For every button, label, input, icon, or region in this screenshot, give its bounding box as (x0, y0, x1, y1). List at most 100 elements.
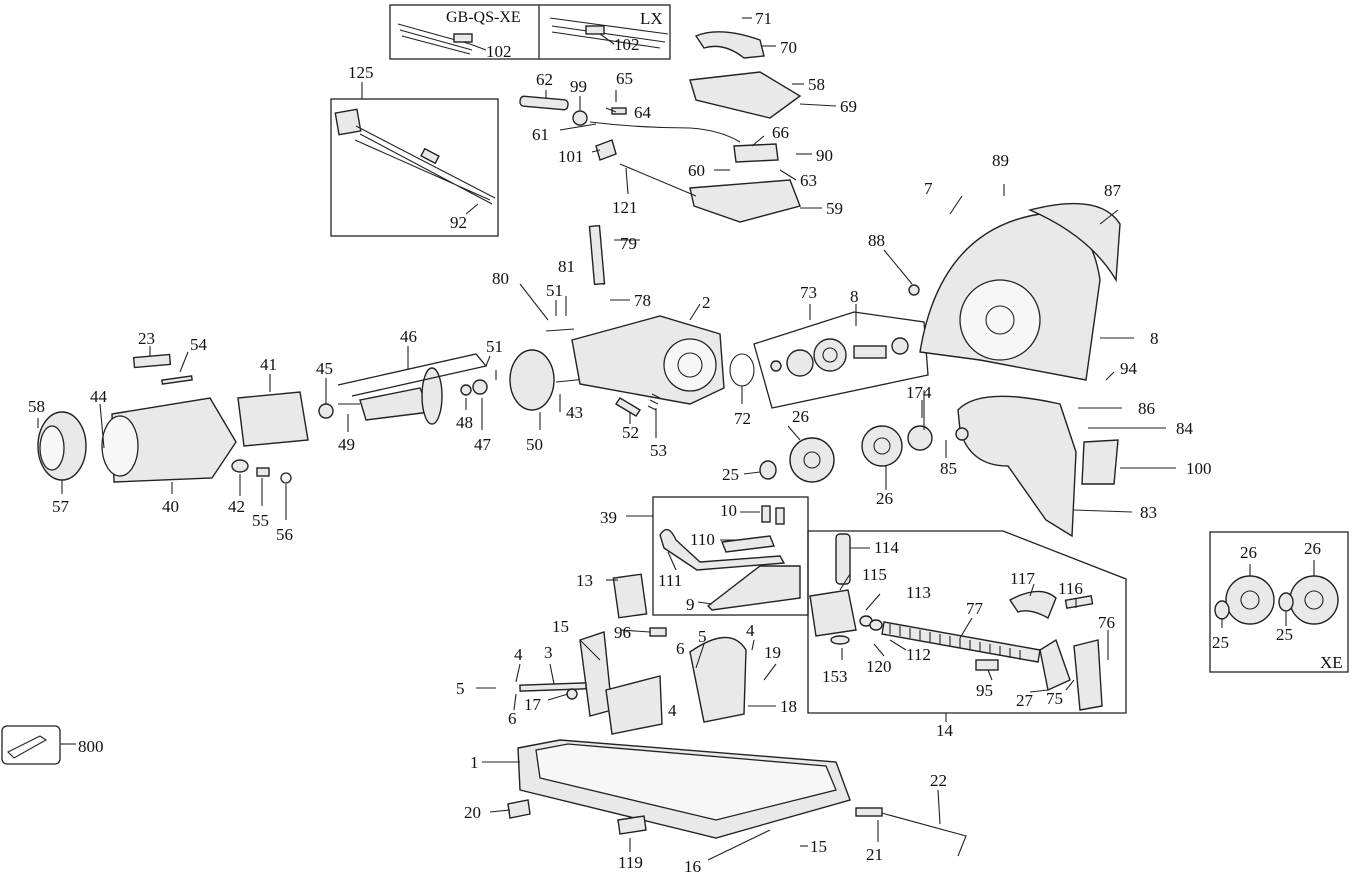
label-52: 52 (622, 423, 639, 442)
label-54: 54 (190, 335, 208, 354)
label-84: 84 (1176, 419, 1194, 438)
label-57: 57 (52, 497, 70, 516)
label-60: 60 (688, 161, 705, 180)
cord-set-box (330, 82, 499, 237)
handle-assembly-box (626, 496, 809, 616)
label-77: 77 (966, 599, 984, 618)
label-9: 9 (686, 595, 695, 614)
label-115: 115 (862, 565, 887, 584)
label-88: 88 (868, 231, 885, 250)
label-47: 47 (474, 435, 492, 454)
label-3: 3 (544, 643, 553, 662)
label-62: 62 (536, 70, 553, 89)
label-75: 75 (1046, 689, 1063, 708)
label-90: 90 (816, 146, 833, 165)
xe-label: XE (1320, 653, 1343, 672)
label-69: 69 (840, 97, 857, 116)
label-76: 76 (1098, 613, 1115, 632)
label-13: 13 (576, 571, 593, 590)
label-26: 26 (876, 489, 893, 508)
label-14: 14 (936, 721, 954, 740)
spindle-box (753, 304, 929, 409)
label-112: 112 (906, 645, 931, 664)
leader-lines (37, 17, 1315, 861)
label-7: 7 (924, 179, 933, 198)
label-4: 4 (514, 645, 523, 664)
label-4: 4 (746, 621, 755, 640)
label-6: 6 (676, 639, 685, 658)
wrench-tool (1, 725, 76, 765)
label-70: 70 (780, 38, 797, 57)
label-46: 46 (400, 327, 417, 346)
label-26: 26 (1304, 539, 1321, 558)
label-85: 85 (940, 459, 957, 478)
label-55: 55 (252, 511, 269, 530)
label-94: 94 (1120, 359, 1138, 378)
label-56: 56 (276, 525, 293, 544)
variant-label-right: LX (640, 9, 663, 28)
label-81: 81 (558, 257, 575, 276)
label-174: 174 (906, 383, 932, 402)
label-16: 16 (684, 857, 701, 876)
label-51: 51 (486, 337, 503, 356)
label-100: 100 (1186, 459, 1212, 478)
label-15: 15 (810, 837, 827, 856)
label-65: 65 (616, 69, 633, 88)
label-120: 120 (866, 657, 892, 676)
label-153: 153 (822, 667, 848, 686)
label-59: 59 (826, 199, 843, 218)
label-15: 15 (552, 617, 569, 636)
label-49: 49 (338, 435, 355, 454)
label-5: 5 (698, 627, 707, 646)
label-45: 45 (316, 359, 333, 378)
xe-flange-box: XE (1209, 531, 1349, 673)
label-80: 80 (492, 269, 509, 288)
label-113: 113 (906, 583, 931, 602)
label-110: 110 (690, 530, 715, 549)
label-78: 78 (634, 291, 651, 310)
label-10: 10 (720, 501, 737, 520)
label-17: 17 (524, 695, 542, 714)
label-8: 8 (1150, 329, 1159, 348)
label-71: 71 (755, 9, 772, 28)
label-61: 61 (532, 125, 549, 144)
label-79: 79 (620, 234, 637, 253)
label-26: 26 (792, 407, 809, 426)
label-18: 18 (780, 697, 797, 716)
label-53: 53 (650, 441, 667, 460)
cord-variant-box: GB-QS-XE LX (389, 4, 671, 60)
label-48: 48 (456, 413, 473, 432)
label-87: 87 (1104, 181, 1122, 200)
label-66: 66 (772, 123, 789, 142)
label-800: 800 (78, 737, 104, 756)
label-50: 50 (526, 435, 543, 454)
label-41: 41 (260, 355, 277, 374)
label-6: 6 (508, 709, 517, 728)
label-58: 58 (28, 397, 45, 416)
label-117: 117 (1010, 569, 1035, 588)
label-92: 92 (450, 213, 467, 232)
label-114: 114 (874, 538, 899, 557)
label-102: 102 (486, 42, 512, 61)
label-95: 95 (976, 681, 993, 700)
label-125: 125 (348, 63, 374, 82)
label-121: 121 (612, 198, 638, 217)
label-111: 111 (658, 571, 682, 590)
label-8: 8 (850, 287, 859, 306)
label-20: 20 (464, 803, 481, 822)
label-73: 73 (800, 283, 817, 302)
label-22: 22 (930, 771, 947, 790)
label-21: 21 (866, 845, 883, 864)
label-26: 26 (1240, 543, 1257, 562)
motor-parts (37, 224, 755, 484)
label-25: 25 (722, 465, 739, 484)
label-86: 86 (1138, 399, 1155, 418)
vise-assembly-box (807, 530, 1127, 722)
label-27: 27 (1016, 691, 1034, 710)
label-119: 119 (618, 853, 643, 872)
label-1: 1 (470, 753, 479, 772)
label-99: 99 (570, 77, 587, 96)
label-2: 2 (702, 293, 711, 312)
label-101: 101 (558, 147, 584, 166)
